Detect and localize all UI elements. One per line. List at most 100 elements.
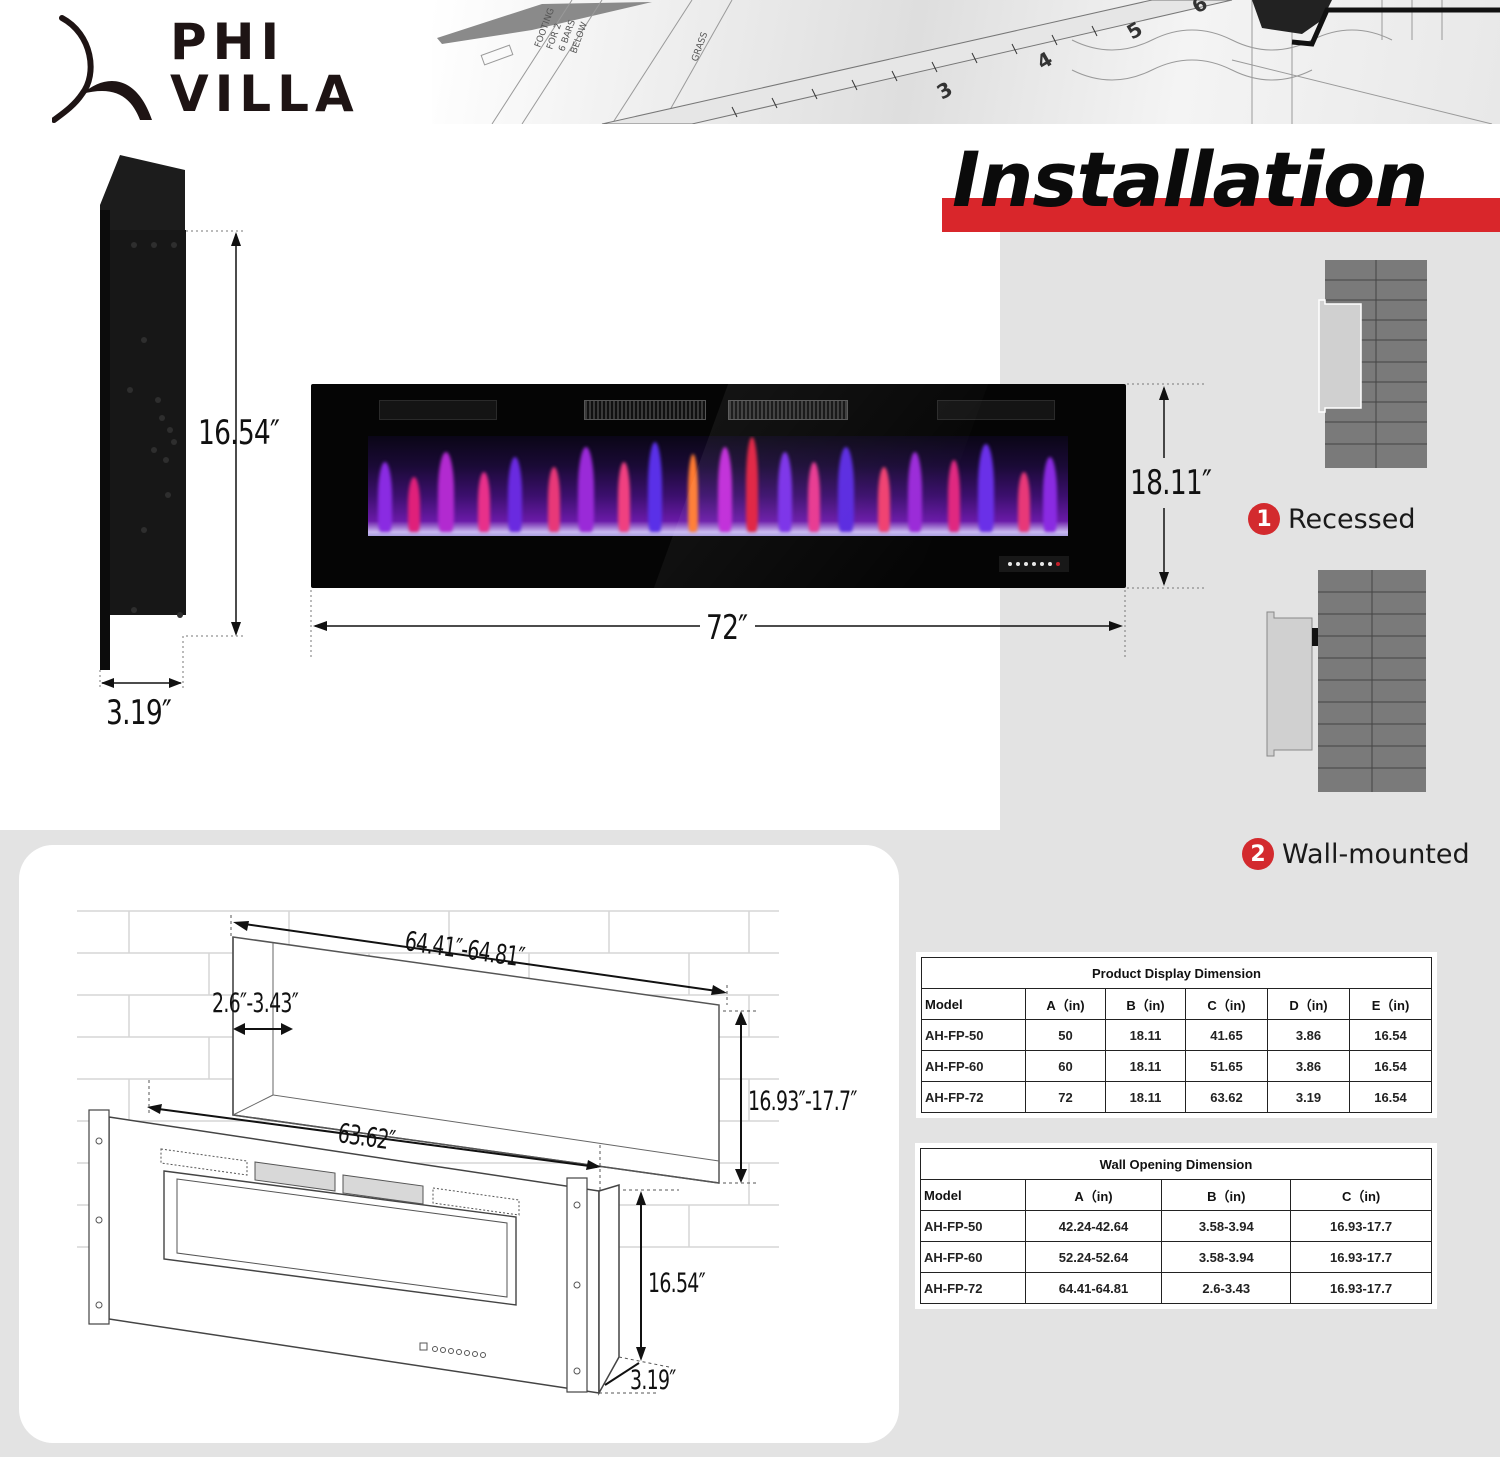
product-dimension-table: Product Display Dimension Model A（in) B（… [921,957,1432,1113]
table-cell: 18.11 [1105,1019,1186,1051]
front-view-dimension-lines [310,383,1205,660]
table-cell: 3.58-3.94 [1161,1241,1292,1273]
table-cell: AH-FP-72 [920,1272,1026,1304]
table-cell: AH-FP-50 [921,1019,1026,1051]
front-width-label: 72″ [706,608,748,648]
vent-right [937,400,1055,420]
table-cell: 3.58-3.94 [1161,1210,1292,1242]
method-label: Recessed [1288,503,1416,535]
table-cell: 52.24-52.64 [1024,1241,1163,1273]
table-cell: 18.11 [1105,1081,1186,1113]
brand-logo: PHI VILLA [52,14,382,126]
product-dimension-table-container: Product Display Dimension Model A（in) B（… [916,952,1437,1118]
heater-grille-right [728,400,848,420]
side-depth-label: 3.19″ [106,693,172,733]
wall-opening-table: Wall Opening Dimension Model A（in) B（in)… [920,1148,1432,1304]
step-number-badge: 2 [1242,838,1274,870]
column-header: Model [920,1179,1026,1211]
control-button-dot [1048,562,1052,566]
front-height-label: 18.11″ [1130,463,1212,503]
recessed-install-diagram [1318,260,1427,468]
column-header: C（in) [1185,988,1268,1020]
wall-opening-diagram [77,910,779,1396]
table-cell: 60 [1025,1050,1106,1082]
method-recessed: 1 Recessed [1248,503,1416,535]
column-header: C（in) [1290,1179,1432,1211]
wall-mounted-install-diagram [1266,570,1426,792]
table-header-row: Model A（in) B（in) C（in) [920,1179,1432,1211]
table-cell: 3.86 [1267,1019,1350,1051]
fireplace-front-view [311,384,1126,588]
unit-height-label: 16.54″ [648,1268,706,1299]
table-row: AH-FP-60 52.24-52.64 3.58-3.94 16.93-17.… [920,1241,1432,1273]
table-cell: 16.93-17.7 [1290,1272,1432,1304]
table-cell: 50 [1025,1019,1106,1051]
brand-name: PHI VILLA [170,16,360,120]
table-cell: AH-FP-72 [921,1081,1026,1113]
step-number-badge: 1 [1248,503,1280,535]
brand-name-line2: VILLA [170,65,360,123]
heater-grille-left [584,400,706,420]
column-header: Model [921,988,1026,1020]
control-button-dot [1008,562,1012,566]
flame-display [368,436,1068,536]
column-header: E（in) [1349,988,1432,1020]
table-cell: 16.54 [1349,1081,1432,1113]
power-indicator-dot [1056,562,1060,566]
table-cell: 72 [1025,1081,1106,1113]
table-title: Wall Opening Dimension [920,1148,1432,1180]
brand-name-line1: PHI [170,13,286,71]
page-title: Installation [952,135,1428,224]
vent-left [379,400,497,420]
svg-text:GRASS: GRASS [690,31,710,63]
column-header: D（in) [1267,988,1350,1020]
section-title: Installation [940,130,1500,234]
control-button-dot [1032,562,1036,566]
method-label: Wall-mounted [1282,838,1470,870]
control-panel [999,556,1069,572]
table-cell: 3.86 [1267,1050,1350,1082]
control-button-dot [1016,562,1020,566]
table-cell: 51.65 [1185,1050,1268,1082]
table-cell: 2.6-3.43 [1161,1272,1292,1304]
wall-opening-table-container: Wall Opening Dimension Model A（in) B（in)… [915,1143,1437,1309]
table-title: Product Display Dimension [921,957,1432,989]
blueprint-illustration: 3 4 5 6 FOOTING FOR 2 6 BARS BELOW GRASS [437,0,1500,124]
side-view-diagram [99,155,245,690]
table-cell: AH-FP-50 [920,1210,1026,1242]
table-row: AH-FP-60 60 18.11 51.65 3.86 16.54 [921,1050,1432,1082]
table-cell: 16.93-17.7 [1290,1210,1432,1242]
svg-text:4: 4 [1033,47,1057,75]
method-wall-mounted: 2 Wall-mounted [1242,838,1470,870]
phivilla-logo-mark-icon [52,15,152,123]
table-cell: 16.54 [1349,1050,1432,1082]
table-row: AH-FP-72 64.41-64.81 2.6-3.43 16.93-17.7 [920,1272,1432,1304]
opening-height-label: 16.93″-17.7″ [748,1086,857,1117]
control-button-dot [1040,562,1044,566]
table-header-row: Model A（in) B（in) C（in) D（in) E（in) [921,988,1432,1020]
table-row: AH-FP-50 50 18.11 41.65 3.86 16.54 [921,1019,1432,1051]
table-row: AH-FP-72 72 18.11 63.62 3.19 16.54 [921,1081,1432,1113]
svg-text:3: 3 [933,77,957,105]
control-button-dot [1024,562,1028,566]
wall-opening-diagram-card [19,845,899,1443]
column-header: A（in) [1025,988,1106,1020]
table-cell: 16.93-17.7 [1290,1241,1432,1273]
table-cell: 63.62 [1185,1081,1268,1113]
side-height-label: 16.54″ [198,413,280,453]
table-cell: 18.11 [1105,1050,1186,1082]
table-cell: 64.41-64.81 [1024,1272,1163,1304]
unit-depth-label: 3.19″ [630,1365,676,1396]
column-header: B（in) [1161,1179,1292,1211]
table-cell: 42.24-42.64 [1024,1210,1163,1242]
table-cell: 16.54 [1349,1019,1432,1051]
table-cell: 3.19 [1267,1081,1350,1113]
opening-depth-label: 2.6″-3.43″ [212,988,299,1019]
table-cell: AH-FP-60 [920,1241,1026,1273]
column-header: B（in) [1105,988,1186,1020]
table-cell: 41.65 [1185,1019,1268,1051]
blueprint-banner-image: 3 4 5 6 FOOTING FOR 2 6 BARS BELOW GRASS [432,0,1500,124]
title-accent-bar [942,198,1500,232]
table-cell: AH-FP-60 [921,1050,1026,1082]
table-row: AH-FP-50 42.24-42.64 3.58-3.94 16.93-17.… [920,1210,1432,1242]
